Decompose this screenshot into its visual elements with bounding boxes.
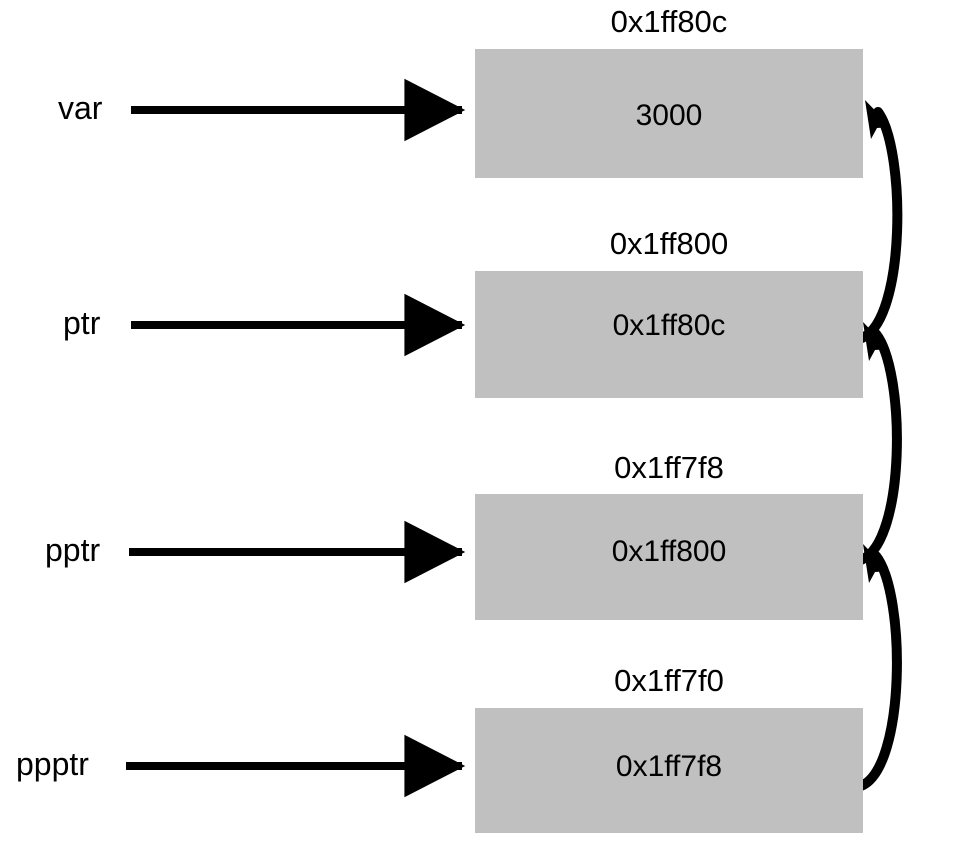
address-label-cell-var: 0x1ff80c: [610, 4, 728, 39]
memory-cell-var: 3000: [475, 49, 863, 178]
variable-label-pptr: pptr: [45, 532, 101, 568]
memory-cell-value-ptr: 0x1ff80c: [612, 309, 726, 342]
variable-label-ptr: ptr: [63, 305, 101, 341]
pointer-arrow-ppptr-to-pptr: [856, 544, 902, 791]
address-label-cell-ppptr: 0x1ff7f0: [614, 663, 724, 698]
memory-cell-value-var: 3000: [635, 99, 703, 132]
pointer-arrow-pptr-to-ptr: [856, 322, 902, 565]
memory-cell-ppptr: 0x1ff7f8: [475, 708, 863, 833]
memory-cell-value-ppptr: 0x1ff7f8: [615, 750, 723, 783]
memory-cell-ptr: 0x1ff80c: [475, 271, 863, 398]
memory-cell-value-pptr: 0x1ff800: [611, 535, 727, 568]
pointer-arrow-ptr-to-var: [857, 100, 903, 343]
memory-cell-pptr: 0x1ff800: [475, 494, 863, 620]
address-label-cell-pptr: 0x1ff7f8: [614, 450, 724, 485]
address-label-cell-ptr: 0x1ff800: [609, 226, 729, 261]
variable-label-var: var: [58, 90, 103, 126]
variable-label-ppptr: ppptr: [16, 746, 89, 782]
